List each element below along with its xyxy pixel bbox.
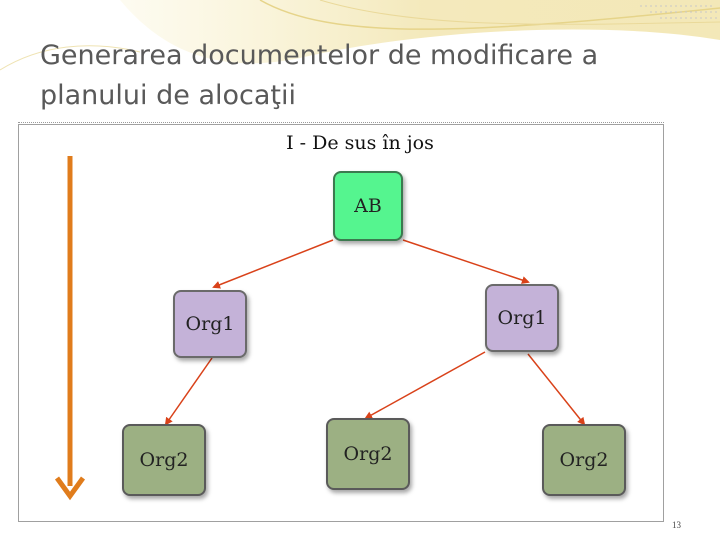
slide-title: Generarea documentelor de modificare a p…	[40, 40, 599, 111]
node-org2-right[interactable]: Org2	[542, 424, 626, 496]
frame-top-dots	[18, 122, 664, 123]
node-root-label: AB	[354, 195, 382, 217]
page-number: 13	[672, 520, 681, 530]
node-org2-middle[interactable]: Org2	[326, 418, 410, 490]
diagram-frame	[18, 124, 664, 522]
node-org1-left[interactable]: Org1	[173, 290, 247, 358]
node-root[interactable]: AB	[333, 171, 403, 241]
node-org1-right[interactable]: Org1	[485, 284, 559, 352]
node-org1-right-label: Org1	[497, 307, 547, 329]
node-org1-left-label: Org1	[185, 313, 235, 335]
header-decoration	[0, 0, 720, 71]
diagram-title: I - De sus în jos	[286, 132, 434, 154]
node-org2-left-label: Org2	[139, 449, 189, 471]
node-org2-left[interactable]: Org2	[122, 424, 206, 496]
node-org2-middle-label: Org2	[343, 443, 393, 465]
node-org2-right-label: Org2	[559, 449, 609, 471]
